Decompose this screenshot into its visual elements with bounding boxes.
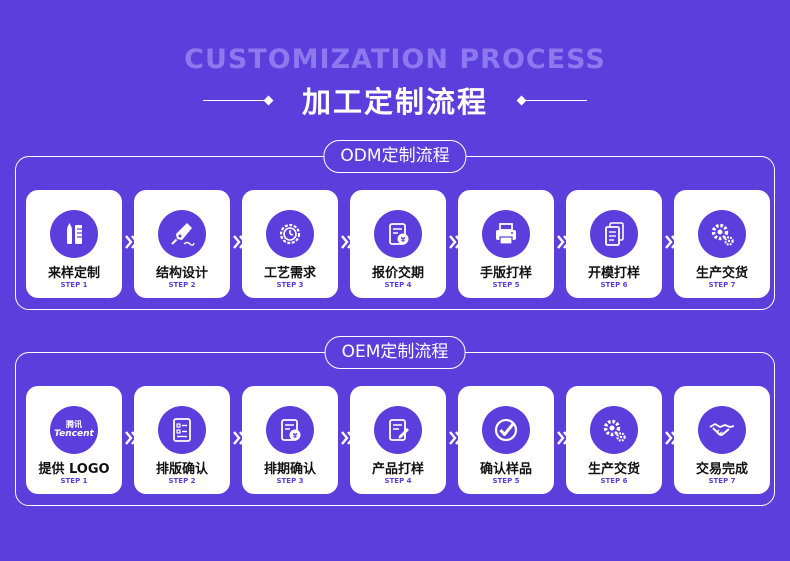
price-document-icon: ¥ xyxy=(374,210,422,258)
step-label: 来样定制 xyxy=(47,266,100,281)
left-decoration xyxy=(202,95,274,105)
tencent-logo-icon: 腾讯 Tencent xyxy=(50,406,98,454)
handshake-icon xyxy=(698,406,746,454)
step-number: STEP 6 xyxy=(600,281,628,289)
step-label: 排期确认 xyxy=(263,462,316,477)
step-number: STEP 1 xyxy=(60,477,88,485)
odm-step-card: 工艺需求 STEP 3 xyxy=(242,190,338,298)
oem-section: OEM定制流程 腾讯 Tencent 提供 LOGO STEP 1 排版确认 S… xyxy=(15,336,775,506)
step-label: 工艺需求 xyxy=(263,266,316,281)
check-circle-icon xyxy=(482,406,530,454)
gear-clock-icon xyxy=(266,210,314,258)
svg-text:¥: ¥ xyxy=(401,236,406,244)
odm-step-card: 手版打样 STEP 5 xyxy=(458,190,554,298)
step-label: 提供 LOGO xyxy=(38,462,110,477)
chinese-title: 加工定制流程 xyxy=(301,85,488,119)
checklist-document-icon xyxy=(158,406,206,454)
title-row: 加工定制流程 xyxy=(0,80,790,120)
step-label: 生产交货 xyxy=(587,462,640,477)
odm-step-card: 开模打样 STEP 6 xyxy=(566,190,662,298)
oem-step-card: 腾讯 Tencent 提供 LOGO STEP 1 xyxy=(26,386,122,494)
step-label: 开模打样 xyxy=(587,266,640,281)
printer-icon xyxy=(482,210,530,258)
oem-step-card: 确认样品 STEP 5 xyxy=(458,386,554,494)
step-number: STEP 4 xyxy=(384,281,412,289)
edit-document-icon xyxy=(374,406,422,454)
oem-step-card: 产品打样 STEP 4 xyxy=(350,386,446,494)
step-number: STEP 1 xyxy=(60,281,88,289)
oem-step-card: 排版确认 STEP 2 xyxy=(134,386,230,494)
oem-step-card: 生产交货 STEP 6 xyxy=(566,386,662,494)
step-label: 报价交期 xyxy=(371,266,424,281)
right-decoration xyxy=(516,95,587,105)
oem-section-title: OEM定制流程 xyxy=(324,336,466,369)
step-number: STEP 2 xyxy=(168,281,196,289)
odm-section-title: ODM定制流程 xyxy=(323,140,467,173)
step-number: STEP 5 xyxy=(492,281,520,289)
tencent-logo-en: Tencent xyxy=(54,429,94,439)
documents-icon xyxy=(590,210,638,258)
svg-text:¥: ¥ xyxy=(293,432,298,440)
step-number: STEP 7 xyxy=(708,477,736,485)
odm-step-card: 结构设计 STEP 2 xyxy=(134,190,230,298)
step-number: STEP 2 xyxy=(168,477,196,485)
odm-section: ODM定制流程 来样定制 STEP 1 结构设计 STEP 2 工艺需求 STE… xyxy=(15,140,775,310)
step-label: 确认样品 xyxy=(479,462,532,477)
oem-steps: 腾讯 Tencent 提供 LOGO STEP 1 排版确认 STEP 2 ¥ … xyxy=(26,386,770,494)
step-label: 交易完成 xyxy=(695,462,748,477)
gears-icon xyxy=(590,406,638,454)
fountain-pen-icon xyxy=(158,210,206,258)
step-number: STEP 6 xyxy=(600,477,628,485)
step-number: STEP 5 xyxy=(492,477,520,485)
step-label: 生产交货 xyxy=(695,266,748,281)
step-label: 排版确认 xyxy=(155,462,208,477)
oem-step-card: ¥ 排期确认 STEP 3 xyxy=(242,386,338,494)
step-number: STEP 4 xyxy=(384,477,412,485)
step-label: 手版打样 xyxy=(479,266,532,281)
tencent-logo-cn: 腾讯 xyxy=(65,420,82,429)
step-number: STEP 3 xyxy=(276,281,304,289)
odm-steps: 来样定制 STEP 1 结构设计 STEP 2 工艺需求 STEP 3 ¥ 报价… xyxy=(26,190,770,298)
pen-ruler-icon xyxy=(50,210,98,258)
step-number: STEP 3 xyxy=(276,477,304,485)
step-label: 产品打样 xyxy=(371,462,424,477)
odm-step-card: 来样定制 STEP 1 xyxy=(26,190,122,298)
price-document-icon: ¥ xyxy=(266,406,314,454)
step-label: 结构设计 xyxy=(155,266,208,281)
gears-icon xyxy=(698,210,746,258)
oem-step-card: 交易完成 STEP 7 xyxy=(674,386,770,494)
odm-step-card: ¥ 报价交期 STEP 4 xyxy=(350,190,446,298)
step-number: STEP 7 xyxy=(708,281,736,289)
odm-step-card: 生产交货 STEP 7 xyxy=(674,190,770,298)
english-title: CUSTOMIZATION PROCESS xyxy=(184,44,606,75)
